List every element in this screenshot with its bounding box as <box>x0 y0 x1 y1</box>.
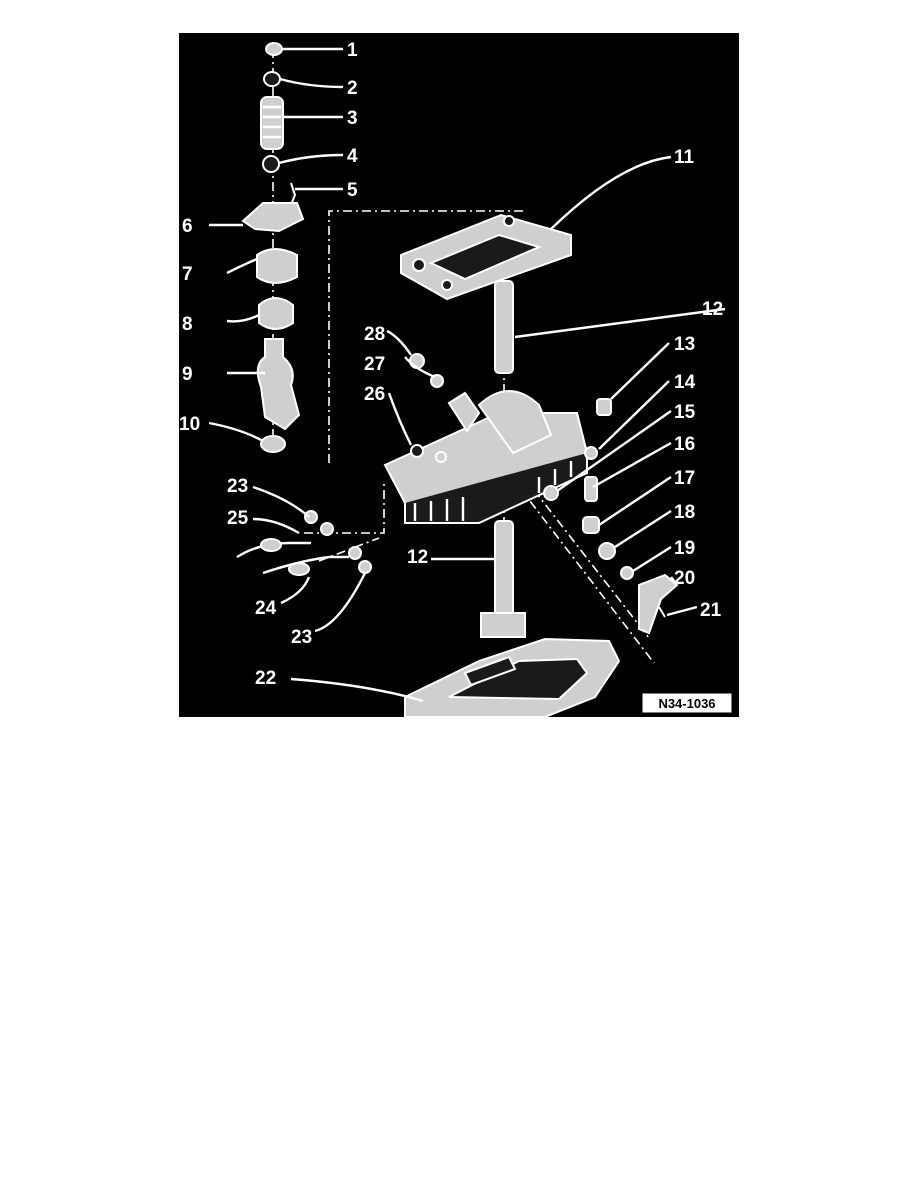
callout-19: 19 <box>674 538 695 559</box>
callout-16: 16 <box>674 434 695 455</box>
cables <box>236 510 372 576</box>
part-24-cable-end <box>288 562 310 576</box>
part-12-shaft-upper <box>494 280 514 374</box>
callout-20: 20 <box>674 568 695 589</box>
callout-23-lower: 23 <box>291 627 312 648</box>
reference-code-box: N34-1036 <box>641 692 733 714</box>
callout-10: 10 <box>179 414 200 435</box>
leader-lines <box>208 47 726 703</box>
callout-labels: 1 2 3 4 5 6 7 8 9 10 11 12 12 13 14 15 1… <box>179 40 723 689</box>
callout-24: 24 <box>255 598 277 619</box>
reference-code: N34-1036 <box>658 696 715 711</box>
part-28-washer <box>409 353 425 369</box>
right-side-parts <box>543 398 679 635</box>
callout-18: 18 <box>674 502 695 523</box>
callout-3: 3 <box>347 108 358 129</box>
part-17-bush <box>582 516 600 534</box>
part-21-pin <box>658 606 666 618</box>
part-19-washer <box>620 566 634 580</box>
part-4-bush <box>262 155 280 173</box>
callout-12-upper: 12 <box>702 299 723 320</box>
part-10-washer <box>260 435 286 453</box>
part-2-washer <box>263 71 281 87</box>
part-18-washer <box>598 542 616 560</box>
part-1-circlip <box>265 42 283 56</box>
selector-lever-parts <box>241 42 305 453</box>
part-13-clip <box>596 398 612 416</box>
callout-5: 5 <box>347 180 358 201</box>
part-14-washer <box>584 446 598 460</box>
callout-9: 9 <box>182 364 193 385</box>
callout-27: 27 <box>364 354 385 375</box>
part-22-base-plate <box>404 637 621 717</box>
callout-1: 1 <box>347 40 358 61</box>
callout-8: 8 <box>182 314 193 335</box>
callout-13: 13 <box>674 334 695 355</box>
callout-26: 26 <box>364 384 385 405</box>
part-15-nut <box>543 485 559 501</box>
part-27-nut <box>430 374 444 388</box>
part-11-gasket <box>400 213 572 301</box>
callout-6: 6 <box>182 216 193 237</box>
callout-28: 28 <box>364 324 385 345</box>
part-8-ring <box>258 297 294 330</box>
callout-23-upper: 23 <box>227 476 248 497</box>
callout-25: 25 <box>227 508 249 529</box>
part-9-joint <box>256 338 301 431</box>
diagram-canvas: 1 2 3 4 5 6 7 8 9 10 11 12 12 13 14 15 1… <box>179 33 739 717</box>
part-23-clip-upper <box>304 510 318 524</box>
callout-4: 4 <box>347 146 358 167</box>
callout-14: 14 <box>674 372 696 393</box>
callout-21: 21 <box>700 600 722 621</box>
callout-22: 22 <box>255 668 276 689</box>
callout-15: 15 <box>674 402 696 423</box>
callout-7: 7 <box>182 264 193 285</box>
callout-11: 11 <box>674 147 695 168</box>
part-25-cable-end <box>260 538 282 552</box>
part-16-bolt <box>584 476 598 502</box>
part-5-pin <box>290 182 297 206</box>
callout-12-lower: 12 <box>407 547 428 568</box>
part-20-lever <box>638 573 679 635</box>
selector-housing <box>383 390 589 524</box>
part-7-sleeve <box>256 248 298 284</box>
exploded-parts-diagram: 1 2 3 4 5 6 7 8 9 10 11 12 12 13 14 15 1… <box>179 33 739 717</box>
part-23-clip-lower <box>358 560 372 574</box>
callout-2: 2 <box>347 78 358 99</box>
part-26-nut <box>410 444 424 458</box>
part-6-bracket <box>241 202 305 233</box>
part-3-spring <box>260 96 284 150</box>
part-12-shaft-lower <box>480 520 526 638</box>
callout-17: 17 <box>674 468 695 489</box>
